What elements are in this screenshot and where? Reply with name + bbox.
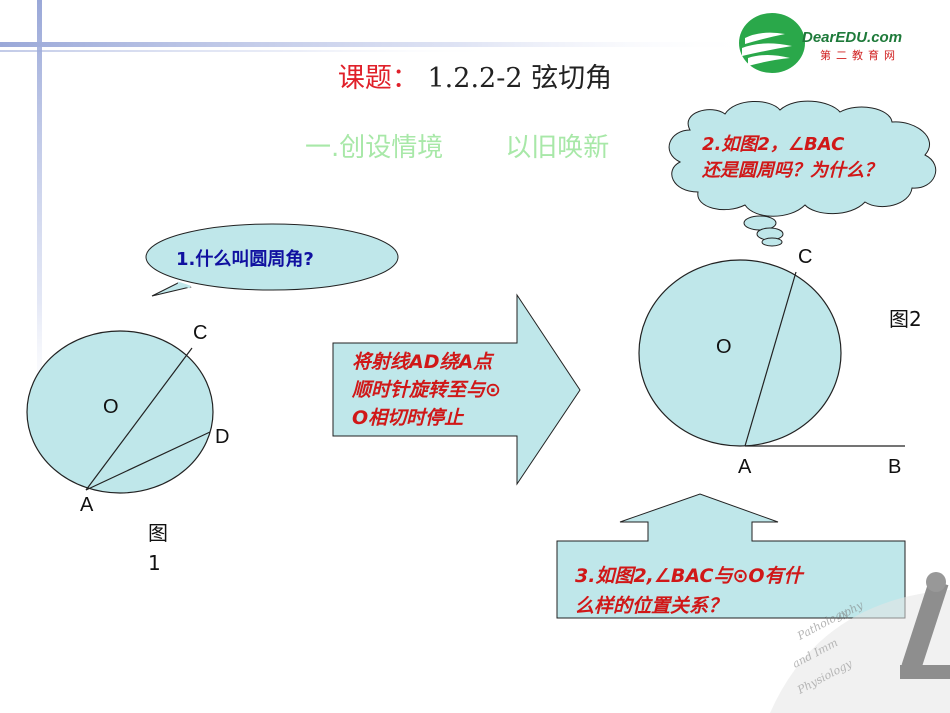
thought-bubble-q2	[668, 100, 937, 247]
figure1-caption: 图 1	[148, 518, 172, 578]
subtitle-part2: 以旧唤新	[505, 133, 610, 163]
arrow-line3: O相切时停止	[352, 407, 464, 429]
figure2-diagram	[638, 259, 905, 447]
logo-icon	[739, 13, 805, 73]
question2-line2: 还是圆周吗？为什么？	[702, 160, 882, 181]
question1-text: 1.什么叫圆周角?	[176, 249, 314, 270]
fig2-label-b: B	[888, 456, 902, 478]
fig1-label-a: A	[80, 494, 94, 516]
question3-line2: 么样的位置关系？	[575, 595, 728, 617]
arrow-line2: 顺时针旋转至与⊙	[352, 379, 501, 401]
figure1-caption-line1: 图	[148, 521, 168, 545]
figure2-caption: 图2	[889, 307, 922, 331]
decor-vline	[37, 0, 42, 430]
slide-title: 课题： 1.2.2-2 弦切角	[0, 56, 950, 95]
question3-text: 3.如图2,∠BAC与⊙O有什 么样的位置关系？	[575, 561, 803, 621]
right-arrow-shape	[332, 293, 581, 486]
fig1-label-o: O	[103, 396, 119, 418]
fig1-label-c: C	[193, 322, 208, 344]
question3-line1: 3.如图2,∠BAC与⊙O有什	[575, 565, 803, 587]
title-text: 1.2.2-2 弦切角	[427, 63, 613, 94]
title-label: 课题：	[337, 63, 419, 94]
slide-subtitle: 一.创设情境 以旧唤新	[305, 127, 609, 164]
arrow-instruction-text: 将射线AD绕A点 顺时针旋转至与⊙ O相切时停止	[352, 348, 501, 432]
subtitle-part1: 一.创设情境	[305, 133, 444, 163]
fig2-label-c: C	[798, 246, 813, 268]
decor-hline-thin	[0, 50, 500, 52]
logo-brand-text: DearEDU.com	[802, 29, 903, 46]
fig2-label-o: O	[716, 336, 732, 358]
question2-line1: 2.如图2，∠BAC	[702, 134, 845, 155]
fig2-label-a: A	[738, 456, 752, 478]
arrow-line1: 将射线AD绕A点	[352, 351, 493, 373]
decor-hline	[0, 42, 760, 47]
speech-bubble-q1	[145, 223, 399, 297]
fig1-label-d: D	[215, 426, 230, 448]
logo-tagline: 第二教育网	[820, 49, 900, 62]
question2-text: 2.如图2，∠BAC 还是圆周吗？为什么？	[702, 132, 882, 184]
figure1-caption-line2: 1	[148, 551, 161, 575]
microscope-decoration-icon: Pathology and Imm Physiology ophy	[770, 572, 950, 713]
up-arrow-callout	[556, 493, 906, 619]
figure1-diagram	[26, 330, 214, 494]
